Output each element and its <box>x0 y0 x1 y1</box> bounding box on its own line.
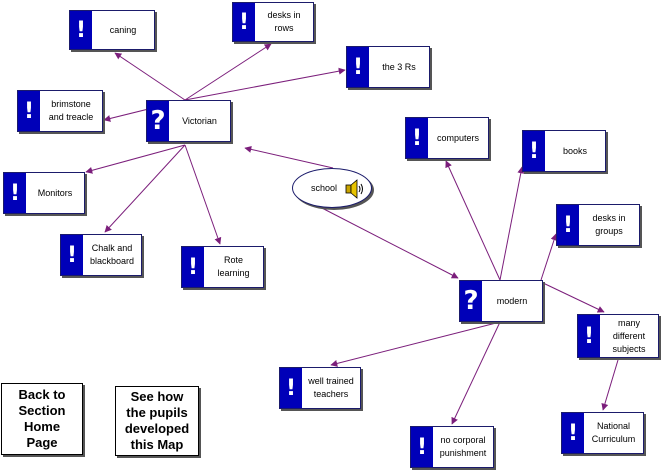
desks-in-rows-node[interactable]: ! desks in rows <box>232 2 314 42</box>
link-victorian-rote <box>184 144 222 245</box>
question-icon: ? <box>460 281 482 321</box>
monitors-label: Monitors <box>37 187 73 198</box>
monitors-node[interactable]: ! Monitors <box>3 172 85 214</box>
exclamation-icon: ! <box>233 3 255 41</box>
teachers-node[interactable]: ! well trained teachers <box>279 367 361 409</box>
curriculum-label: National Curriculum <box>591 421 636 444</box>
exclamation-icon: ! <box>18 91 40 131</box>
curriculum-node[interactable]: ! National Curriculum <box>561 412 644 454</box>
link-modern-desks-groups <box>540 233 558 281</box>
exclamation-icon: ! <box>70 11 92 49</box>
exclamation-icon: ! <box>280 368 302 408</box>
link-victorian-chalk <box>104 144 186 233</box>
school-node[interactable]: school <box>292 168 372 208</box>
exclamation-icon: ! <box>182 247 204 287</box>
link-modern-teachers <box>330 321 501 367</box>
question-icon: ? <box>147 101 169 141</box>
no-corporal-node[interactable]: ! no corporal punishment <box>410 426 494 468</box>
exclamation-icon: ! <box>406 118 428 158</box>
back-to-section-home-button[interactable]: Back to Section Home Page <box>1 383 83 455</box>
exclamation-icon: ! <box>61 235 83 275</box>
link-victorian-monitors <box>85 144 186 174</box>
modern-node[interactable]: ? modern <box>459 280 543 322</box>
brimstone-node[interactable]: ! brimstone and treacle <box>17 90 103 132</box>
computers-label: computers <box>436 132 480 143</box>
see-how-pupils-developed-map-button[interactable]: See how the pupils developed this Map <box>115 386 199 456</box>
exclamation-icon: ! <box>4 173 26 213</box>
rote-node[interactable]: ! Rote learning <box>181 246 264 288</box>
teachers-label: well trained teachers <box>308 376 354 399</box>
link-victorian-caning <box>114 52 186 101</box>
subjects-label: many different subjects <box>612 317 646 354</box>
books-label: books <box>562 145 588 156</box>
victorian-label: Victorian <box>182 115 217 126</box>
desks-in-rows-label: desks in rows <box>267 10 301 33</box>
exclamation-icon: ! <box>557 205 579 245</box>
exclamation-icon: ! <box>347 47 369 87</box>
desks-in-groups-node[interactable]: ! desks in groups <box>556 204 640 246</box>
link-victorian-3rs <box>184 67 346 101</box>
computers-node[interactable]: ! computers <box>405 117 489 159</box>
exclamation-icon: ! <box>562 413 584 453</box>
link-victorian-desks-rows <box>184 43 272 101</box>
speaker-icon[interactable] <box>345 179 365 204</box>
caning-node[interactable]: ! caning <box>69 10 155 50</box>
modern-label: modern <box>496 295 528 306</box>
books-node[interactable]: ! books <box>522 130 606 172</box>
chalk-node[interactable]: ! Chalk and blackboard <box>60 234 142 276</box>
rote-label: Rote learning <box>217 255 250 278</box>
link-modern-no-corporal <box>451 321 501 425</box>
the-3-rs-label: the 3 Rs <box>382 61 416 72</box>
no-corporal-label: no corporal punishment <box>439 435 487 458</box>
chalk-label: Chalk and blackboard <box>89 243 135 266</box>
link-school-victorian <box>244 145 334 169</box>
exclamation-icon: ! <box>411 427 433 467</box>
link-modern-computers <box>445 160 501 281</box>
exclamation-icon: ! <box>523 131 545 171</box>
victorian-node[interactable]: ? Victorian <box>146 100 231 142</box>
link-modern-subjects <box>540 281 605 313</box>
link-modern-books <box>499 166 525 281</box>
the-3-rs-node[interactable]: ! the 3 Rs <box>346 46 430 88</box>
caning-label: caning <box>109 24 137 35</box>
link-subjects-curriculum <box>601 359 619 411</box>
exclamation-icon: ! <box>578 315 600 357</box>
brimstone-label: brimstone and treacle <box>48 99 94 122</box>
school-label: school <box>310 183 337 193</box>
subjects-node[interactable]: ! many different subjects <box>577 314 659 358</box>
link-school-modern <box>319 206 459 279</box>
desks-in-groups-label: desks in groups <box>592 213 626 236</box>
